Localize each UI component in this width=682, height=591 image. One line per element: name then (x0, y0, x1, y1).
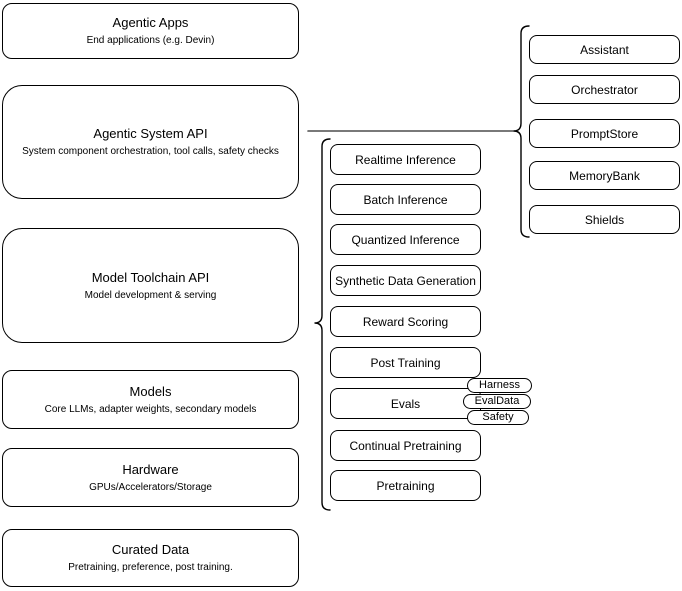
node-model-toolchain-api: Model Toolchain API Model development & … (2, 228, 299, 343)
node-models: Models Core LLMs, adapter weights, secon… (2, 370, 299, 429)
node-reward-scoring: Reward Scoring (330, 306, 481, 337)
node-subtitle: GPUs/Accelerators/Storage (89, 481, 212, 493)
node-title: Agentic System API (93, 126, 208, 141)
node-title: Model Toolchain API (91, 269, 210, 285)
node-title: Curated Data (111, 542, 190, 557)
tag-evaldata: EvalData (463, 394, 531, 409)
node-pretraining: Pretraining (330, 470, 481, 501)
node-agentic-system-api: Agentic System API System component orch… (2, 85, 299, 199)
tag-harness: Harness (467, 378, 532, 393)
node-synthetic-data-generation: Synthetic Data Generation (330, 265, 481, 296)
node-quantized-inference: Quantized Inference (330, 224, 481, 255)
node-subtitle: Pretraining, preference, post training. (68, 562, 233, 573)
bracket-toolchain (314, 138, 331, 511)
node-promptstore: PromptStore (529, 119, 680, 148)
bracket-system-components (513, 25, 530, 238)
node-subtitle: End applications (e.g. Devin) (86, 35, 215, 46)
node-title: Hardware (122, 461, 179, 477)
node-subtitle: System component orchestration, tool cal… (22, 146, 279, 157)
node-shields: Shields (529, 205, 680, 234)
node-title: Models (129, 383, 172, 399)
tag-safety: Safety (467, 410, 529, 425)
node-hardware: Hardware GPUs/Accelerators/Storage (2, 448, 299, 507)
node-orchestrator: Orchestrator (529, 75, 680, 104)
node-subtitle: Core LLMs, adapter weights, secondary mo… (44, 403, 257, 415)
node-memorybank: MemoryBank (529, 161, 680, 190)
node-title: Agentic Apps (112, 15, 189, 30)
node-curated-data: Curated Data Pretraining, preference, po… (2, 529, 299, 587)
node-subtitle: Model development & serving (84, 289, 217, 301)
node-continual-pretraining: Continual Pretraining (330, 430, 481, 461)
node-agentic-apps: Agentic Apps End applications (e.g. Devi… (2, 3, 299, 59)
node-evals: Evals (330, 388, 481, 419)
node-assistant: Assistant (529, 35, 680, 64)
node-batch-inference: Batch Inference (330, 184, 481, 215)
node-post-training: Post Training (330, 347, 481, 378)
node-realtime-inference: Realtime Inference (330, 144, 481, 175)
